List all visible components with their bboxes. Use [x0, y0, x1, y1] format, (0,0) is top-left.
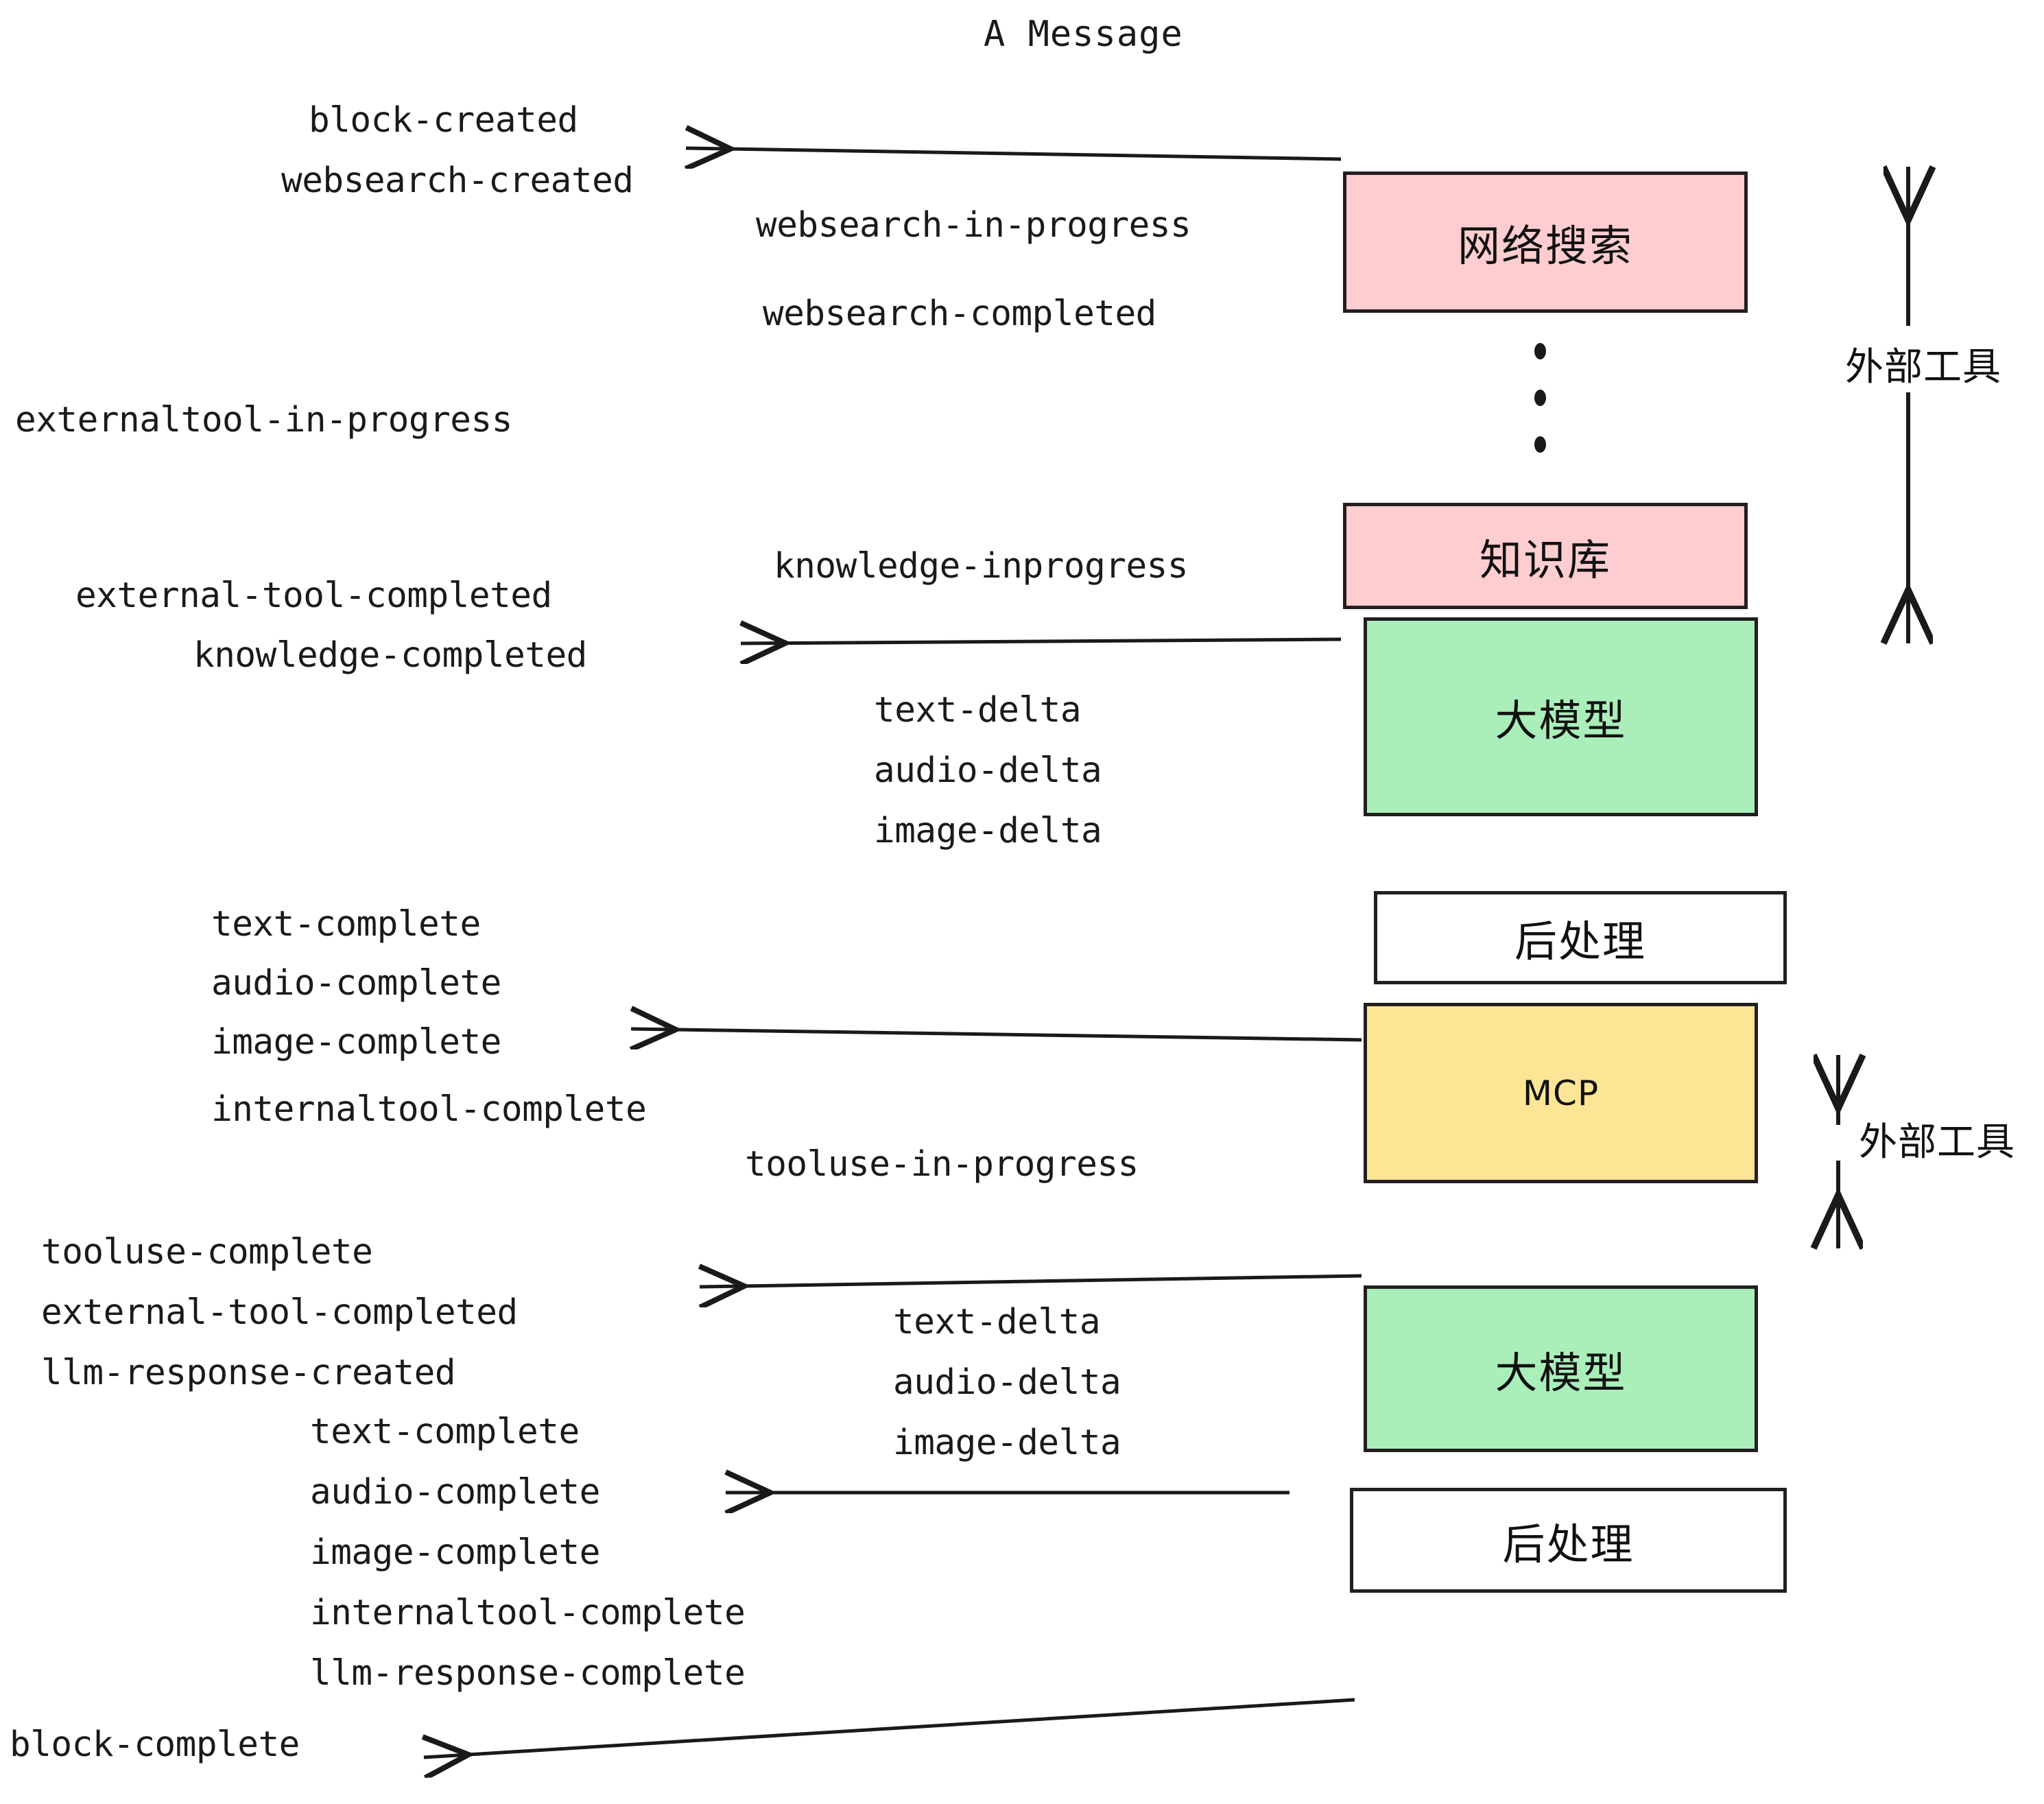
- event-external-tool-completed-1: external-tool-completed: [75, 575, 552, 616]
- node-websearch-label: 网络搜索: [1457, 221, 1633, 271]
- event-knowledge-inprogress: knowledge-inprogress: [774, 546, 1189, 586]
- node-llm-second[interactable]: 大模型: [1364, 1285, 1758, 1452]
- node-llm-first-label: 大模型: [1495, 696, 1627, 746]
- node-postprocess-second[interactable]: 后处理: [1350, 1488, 1787, 1593]
- node-llm-first[interactable]: 大模型: [1364, 617, 1758, 816]
- event-block-created: block-created: [309, 100, 578, 141]
- arrow-postprocess2-to-block-complete: [424, 1698, 1355, 1757]
- node-websearch[interactable]: 网络搜索: [1343, 171, 1748, 313]
- event-text-complete-2: text-complete: [310, 1412, 580, 1452]
- event-text-delta-2: text-delta: [893, 1302, 1101, 1342]
- event-internaltool-complete-2: internaltool-complete: [310, 1593, 746, 1633]
- node-postprocess-second-label: 后处理: [1502, 1519, 1635, 1569]
- event-llm-response-complete: llm-response-complete: [310, 1653, 746, 1694]
- event-knowledge-completed: knowledge-completed: [193, 635, 587, 676]
- event-tooluse-complete: tooluse-complete: [41, 1232, 373, 1272]
- event-image-delta-2: image-delta: [893, 1423, 1121, 1463]
- node-postprocess-first[interactable]: 后处理: [1374, 891, 1787, 984]
- event-image-complete-2: image-complete: [310, 1532, 600, 1573]
- side-label-external-tool-top: 外部工具: [1845, 345, 2001, 390]
- arrow-knowledge-to-completed: [741, 639, 1342, 643]
- node-knowledge-base-label: 知识库: [1479, 534, 1611, 585]
- node-knowledge-base[interactable]: 知识库: [1343, 503, 1748, 609]
- event-text-delta-1: text-delta: [874, 690, 1082, 731]
- event-websearch-in-progress: websearch-in-progress: [756, 205, 1191, 246]
- event-websearch-created: websearch-created: [281, 161, 634, 201]
- node-llm-second-label: 大模型: [1495, 1347, 1627, 1398]
- node-mcp[interactable]: MCP: [1364, 1003, 1758, 1183]
- event-tooluse-in-progress: tooluse-in-progress: [745, 1144, 1139, 1185]
- node-postprocess-first-label: 后处理: [1514, 916, 1646, 966]
- event-llm-response-created: llm-response-created: [41, 1353, 456, 1393]
- arrow-websearch-to-created: [686, 148, 1342, 159]
- event-external-tool-completed-2: external-tool-completed: [41, 1292, 518, 1333]
- arrow-mcp-to-tooluse-complete: [700, 1276, 1362, 1287]
- event-internaltool-complete-1: internaltool-complete: [211, 1089, 647, 1130]
- arrow-postprocess-to-image-complete: [631, 1029, 1362, 1040]
- vertical-ellipsis-icon: [1533, 343, 1547, 453]
- event-block-complete: block-complete: [10, 1724, 300, 1765]
- event-audio-complete-2: audio-complete: [310, 1472, 600, 1512]
- node-mcp-label: MCP: [1522, 1073, 1600, 1113]
- event-image-delta-1: image-delta: [874, 811, 1102, 851]
- event-externaltool-in-progress: externaltool-in-progress: [15, 400, 512, 440]
- event-text-complete-1: text-complete: [211, 904, 481, 945]
- side-label-external-tool-bottom: 外部工具: [1859, 1120, 2015, 1165]
- event-image-complete-1: image-complete: [211, 1022, 501, 1063]
- event-websearch-completed: websearch-completed: [763, 294, 1156, 334]
- event-audio-delta-2: audio-delta: [893, 1362, 1121, 1403]
- event-audio-complete-1: audio-complete: [211, 963, 501, 1004]
- event-audio-delta-1: audio-delta: [874, 750, 1102, 791]
- page-title: A Message: [984, 14, 1183, 55]
